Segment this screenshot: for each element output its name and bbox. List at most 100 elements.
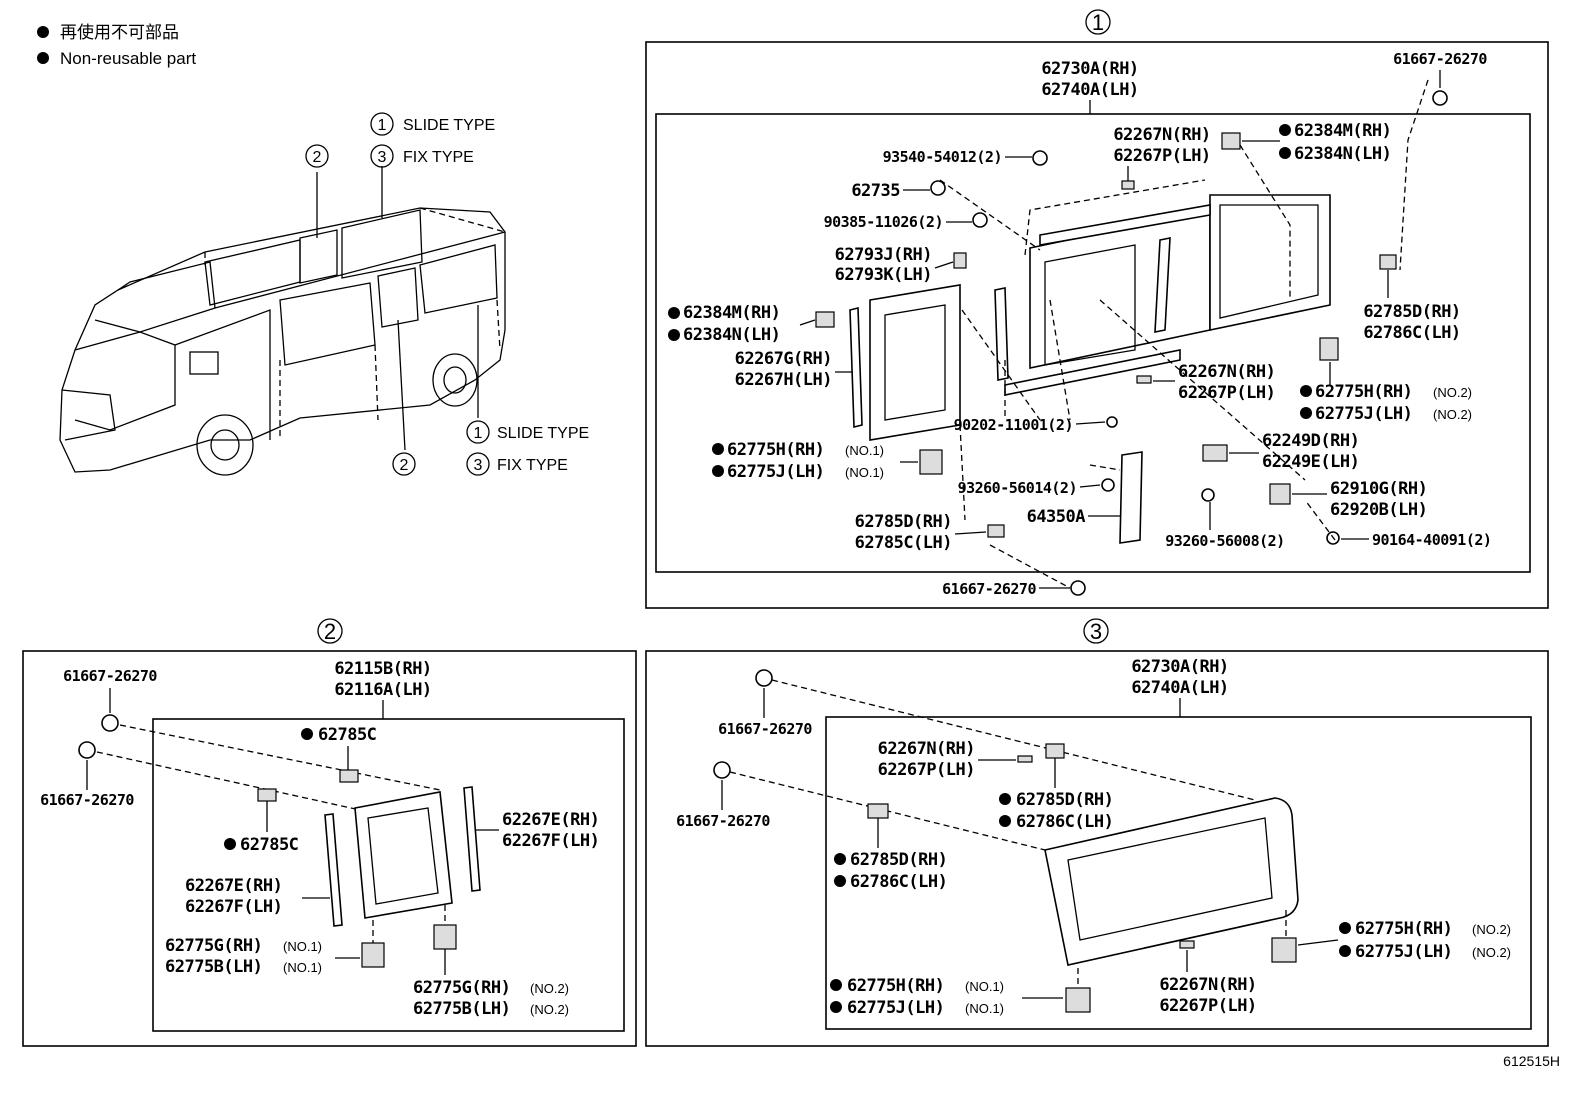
part-label: 62785D(RH): [855, 512, 952, 532]
van-windshield: [74, 331, 176, 431]
callout-number: 2: [313, 149, 322, 166]
van-belt: [214, 231, 506, 309]
stopper-icon: [1065, 987, 1091, 1013]
leader-line: [1079, 484, 1101, 488]
van-front-hub: [210, 429, 240, 461]
weatherstrip: [849, 306, 863, 429]
position-note: (NO.1): [283, 939, 322, 954]
section-3-fix-type: 3 62730A(RH) 62740A(LH) 61667-26270 6166…: [645, 618, 1549, 1047]
section-3-callout: [1083, 618, 1109, 644]
callout-number: 3: [378, 149, 387, 166]
section-1-inner-frame: [655, 113, 1531, 573]
clip-icon: [1379, 254, 1397, 270]
leader-line: [934, 261, 954, 269]
fix-type-label-top: FIX TYPE: [403, 149, 474, 166]
van-grille: [61, 389, 116, 441]
section-3-outer-frame: [645, 650, 1549, 1047]
stopper-icon: [1271, 937, 1297, 963]
part-label: 62910G(RH): [1330, 479, 1427, 499]
part-label: 62115B(RH): [334, 659, 431, 679]
dashed-leader: [1089, 464, 1336, 541]
van-mirror: [189, 351, 219, 375]
fixed-glass-panel: [1209, 194, 1331, 331]
van-front-wheel: [196, 414, 254, 476]
van-window-upper-front: [204, 239, 301, 306]
part-label: 93540-54012(2): [883, 148, 1002, 166]
non-reusable-bullet-icon: [830, 1001, 842, 1013]
legend: 再使用不可部品 Non-reusable part: [37, 22, 196, 68]
leader-line: [1297, 939, 1339, 946]
callout-1-bottom: [466, 420, 490, 444]
clip-icon: [1045, 743, 1065, 759]
part-label: 62267E(RH): [185, 876, 282, 896]
part-label: 93260-56014(2): [958, 479, 1077, 497]
part-label: 62775H(RH): [727, 440, 824, 460]
position-note: (NO.2): [1472, 922, 1511, 937]
position-note: (NO.2): [530, 981, 569, 996]
part-label: 62267N(RH): [1178, 362, 1275, 382]
spacer-icon: [1121, 180, 1135, 190]
van-window-upper-1: [341, 209, 423, 279]
part-label: 62775J(LH): [727, 462, 824, 482]
slide-window-sash-inner: [884, 304, 946, 421]
part-label: 62384N(LH): [1294, 144, 1391, 164]
non-reusable-bullet-icon: [1279, 124, 1291, 136]
dashed-leader: [1077, 910, 1287, 988]
part-label: 62775B(LH): [413, 999, 510, 1019]
part-label: 62249D(RH): [1262, 431, 1359, 451]
dashed-leader: [96, 724, 441, 811]
clip-icon: [755, 669, 773, 687]
spacer-icon: [1136, 375, 1152, 384]
part-label: 62740A(LH): [1131, 678, 1228, 698]
part-label: 62267F(LH): [185, 897, 282, 917]
van-front-door: [174, 309, 271, 440]
clip-icon: [78, 741, 96, 759]
clip-icon: [1432, 90, 1448, 106]
fixed-quarter-glass: [1044, 797, 1299, 966]
part-label: 62267P(LH): [878, 760, 975, 780]
part-label: 62920B(LH): [1330, 500, 1427, 520]
non-reusable-bullet-icon: [37, 26, 49, 38]
part-label: 61667-26270: [40, 791, 134, 809]
callout-3-bottom: [466, 452, 490, 476]
screw-icon: [1201, 488, 1215, 502]
legend-jp: 再使用不可部品: [60, 22, 179, 42]
callout-2-top: [305, 144, 329, 168]
latch-icon: [1269, 483, 1291, 505]
van-hidden-lines: [204, 207, 506, 265]
clip-icon: [713, 761, 731, 779]
non-reusable-bullet-icon: [37, 52, 49, 64]
diagram-code: 612515H: [1503, 1053, 1560, 1069]
non-reusable-bullet-icon: [224, 838, 236, 850]
part-label: 62730A(RH): [1131, 657, 1228, 677]
upper-rail: [1039, 204, 1211, 246]
van-window-mid: [279, 282, 376, 366]
section-number: 2: [324, 619, 336, 644]
part-label: 62267P(LH): [1178, 383, 1275, 403]
clip-icon: [815, 311, 835, 328]
vehicle-overview: 1 SLIDE TYPE 3 FIX TYPE 2 2 1 SLIDE TYPE…: [59, 112, 589, 476]
part-label: 62267N(RH): [1113, 125, 1210, 145]
van-body-outline: [59, 207, 506, 473]
part-label: 62267H(LH): [735, 370, 832, 390]
stopper-icon: [919, 449, 943, 475]
part-label: 62786C(LH): [850, 872, 947, 892]
weatherstrip-right: [463, 786, 481, 892]
part-label: 62775H(RH): [1355, 919, 1452, 939]
non-reusable-bullet-icon: [1279, 147, 1291, 159]
callout-number: 1: [474, 425, 483, 442]
dashed-leader: [939, 144, 1306, 589]
part-label: 62775J(LH): [1355, 942, 1452, 962]
section-3-inner-frame: [825, 716, 1532, 1030]
part-label: 62267N(RH): [878, 739, 975, 759]
stopper-icon: [361, 942, 385, 968]
callout-number: 2: [400, 457, 409, 474]
fixed-quarter-glass-inner: [1067, 817, 1273, 941]
clip-icon: [101, 714, 119, 732]
fixed-glass-inner: [1219, 204, 1319, 319]
part-label: 62775J(LH): [1315, 404, 1412, 424]
dashed-leader: [372, 905, 446, 943]
weatherstrip-left: [324, 813, 343, 927]
clip-62735-icon: [930, 180, 946, 196]
part-label: 62775B(LH): [165, 957, 262, 977]
